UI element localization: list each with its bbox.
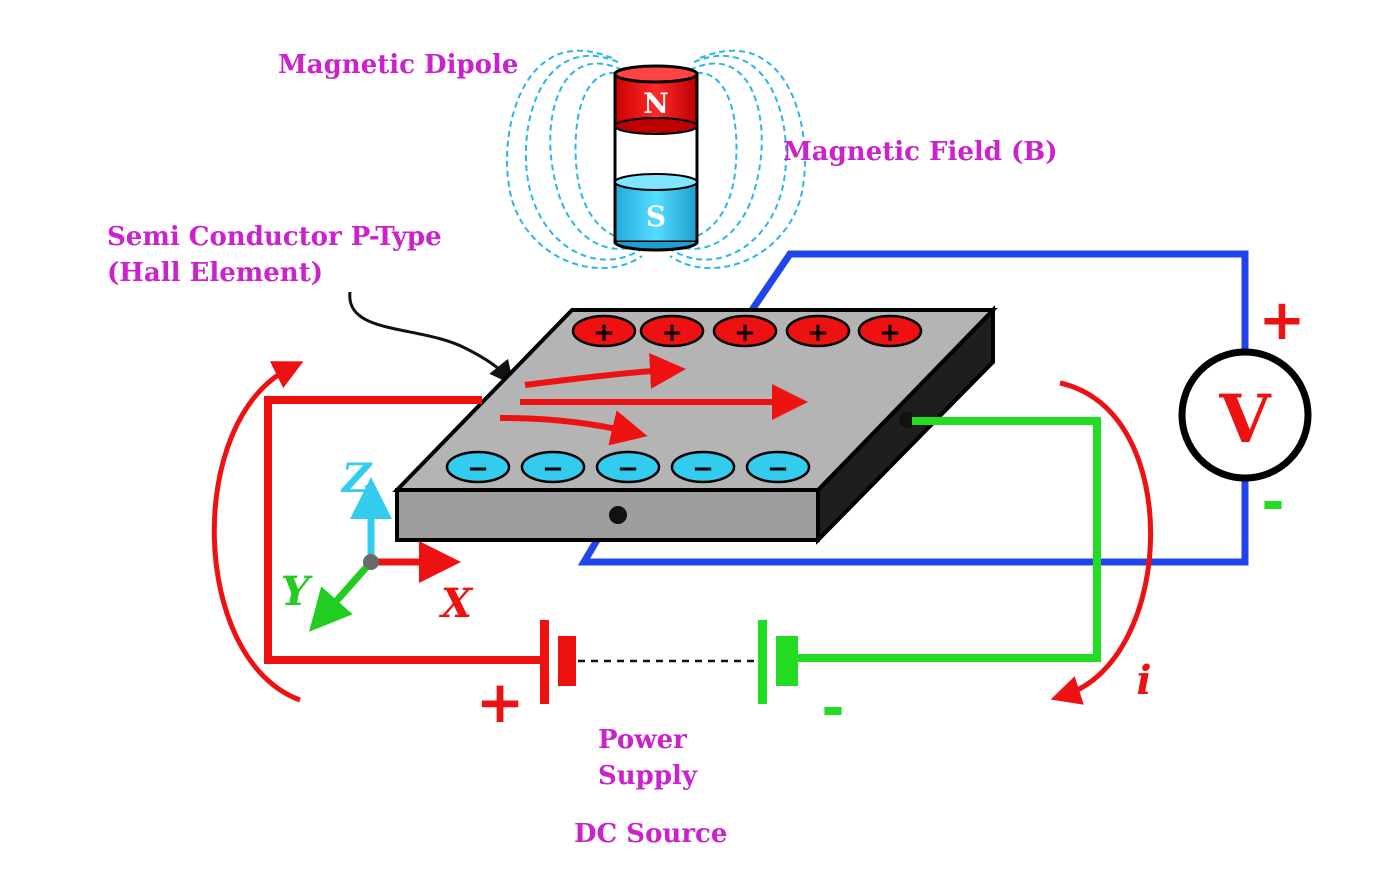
battery-positive-cap xyxy=(558,636,576,686)
svg-text:−: − xyxy=(467,454,489,484)
battery-negative-cap xyxy=(776,636,798,686)
positive-charge: + xyxy=(639,314,705,348)
positive-charge: + xyxy=(857,314,923,348)
semiconductor-label-line2: (Hall Element) xyxy=(107,258,323,288)
svg-text:−: − xyxy=(617,454,639,484)
battery-plus-sign: + xyxy=(476,668,525,736)
negative-charge: − xyxy=(445,450,511,484)
negative-charge: − xyxy=(595,450,661,484)
voltmeter: V xyxy=(1178,348,1312,482)
negative-charges: − − − − − xyxy=(445,450,811,484)
axes-origin xyxy=(363,554,379,570)
y-axis xyxy=(309,559,374,632)
pointer-arrow xyxy=(348,291,514,386)
positive-charges: + + + + + xyxy=(571,314,923,348)
svg-text:−: − xyxy=(767,454,789,484)
current-arc-left xyxy=(211,361,304,703)
magnetic-dipole-label: Magnetic Dipole xyxy=(278,50,518,80)
z-axis-label: Z xyxy=(340,455,373,502)
south-label: S xyxy=(646,200,666,233)
power-supply-label-line1: Power xyxy=(598,725,687,755)
y-axis-label: Y xyxy=(281,568,313,615)
battery-positive-plate xyxy=(540,620,549,704)
svg-text:−: − xyxy=(692,454,714,484)
bottom-contact xyxy=(609,506,627,524)
battery-minus-sign: - xyxy=(821,676,844,741)
supply-wire-positive xyxy=(264,396,540,664)
x-axis-label: X xyxy=(438,580,474,627)
voltmeter-symbol: V xyxy=(1218,380,1272,458)
magnetic-dipole: N S xyxy=(613,64,699,252)
magnetic-field-label: Magnetic Field (B) xyxy=(783,137,1058,167)
svg-text:+: + xyxy=(807,318,829,348)
negative-charge: − xyxy=(745,450,811,484)
current-flow-arrows xyxy=(499,352,808,446)
positive-charge: + xyxy=(712,314,778,348)
current-arc-right xyxy=(1050,380,1154,705)
svg-text:+: + xyxy=(593,318,615,348)
svg-text:+: + xyxy=(879,318,901,348)
voltmeter-minus-sign: - xyxy=(1261,470,1284,535)
negative-charge: − xyxy=(520,450,586,484)
supply-wire-negative xyxy=(795,417,1101,662)
power-supply-label-line2: Supply xyxy=(598,761,698,791)
current-symbol: i xyxy=(1136,657,1151,704)
battery-negative-plate xyxy=(758,620,767,704)
voltmeter-plus-sign: + xyxy=(1259,288,1306,353)
negative-charge: − xyxy=(670,450,736,484)
dc-source-label: DC Source xyxy=(574,819,727,849)
positive-charge: + xyxy=(785,314,851,348)
north-label: N xyxy=(643,87,669,120)
svg-text:+: + xyxy=(734,318,756,348)
coordinate-axes: Z X Y xyxy=(281,455,474,632)
side-contact xyxy=(899,412,915,428)
svg-text:+: + xyxy=(661,318,683,348)
positive-charge: + xyxy=(571,314,637,348)
semiconductor-label-line1: Semi Conductor P-Type xyxy=(107,222,442,252)
battery xyxy=(540,620,798,704)
svg-text:−: − xyxy=(542,454,564,484)
